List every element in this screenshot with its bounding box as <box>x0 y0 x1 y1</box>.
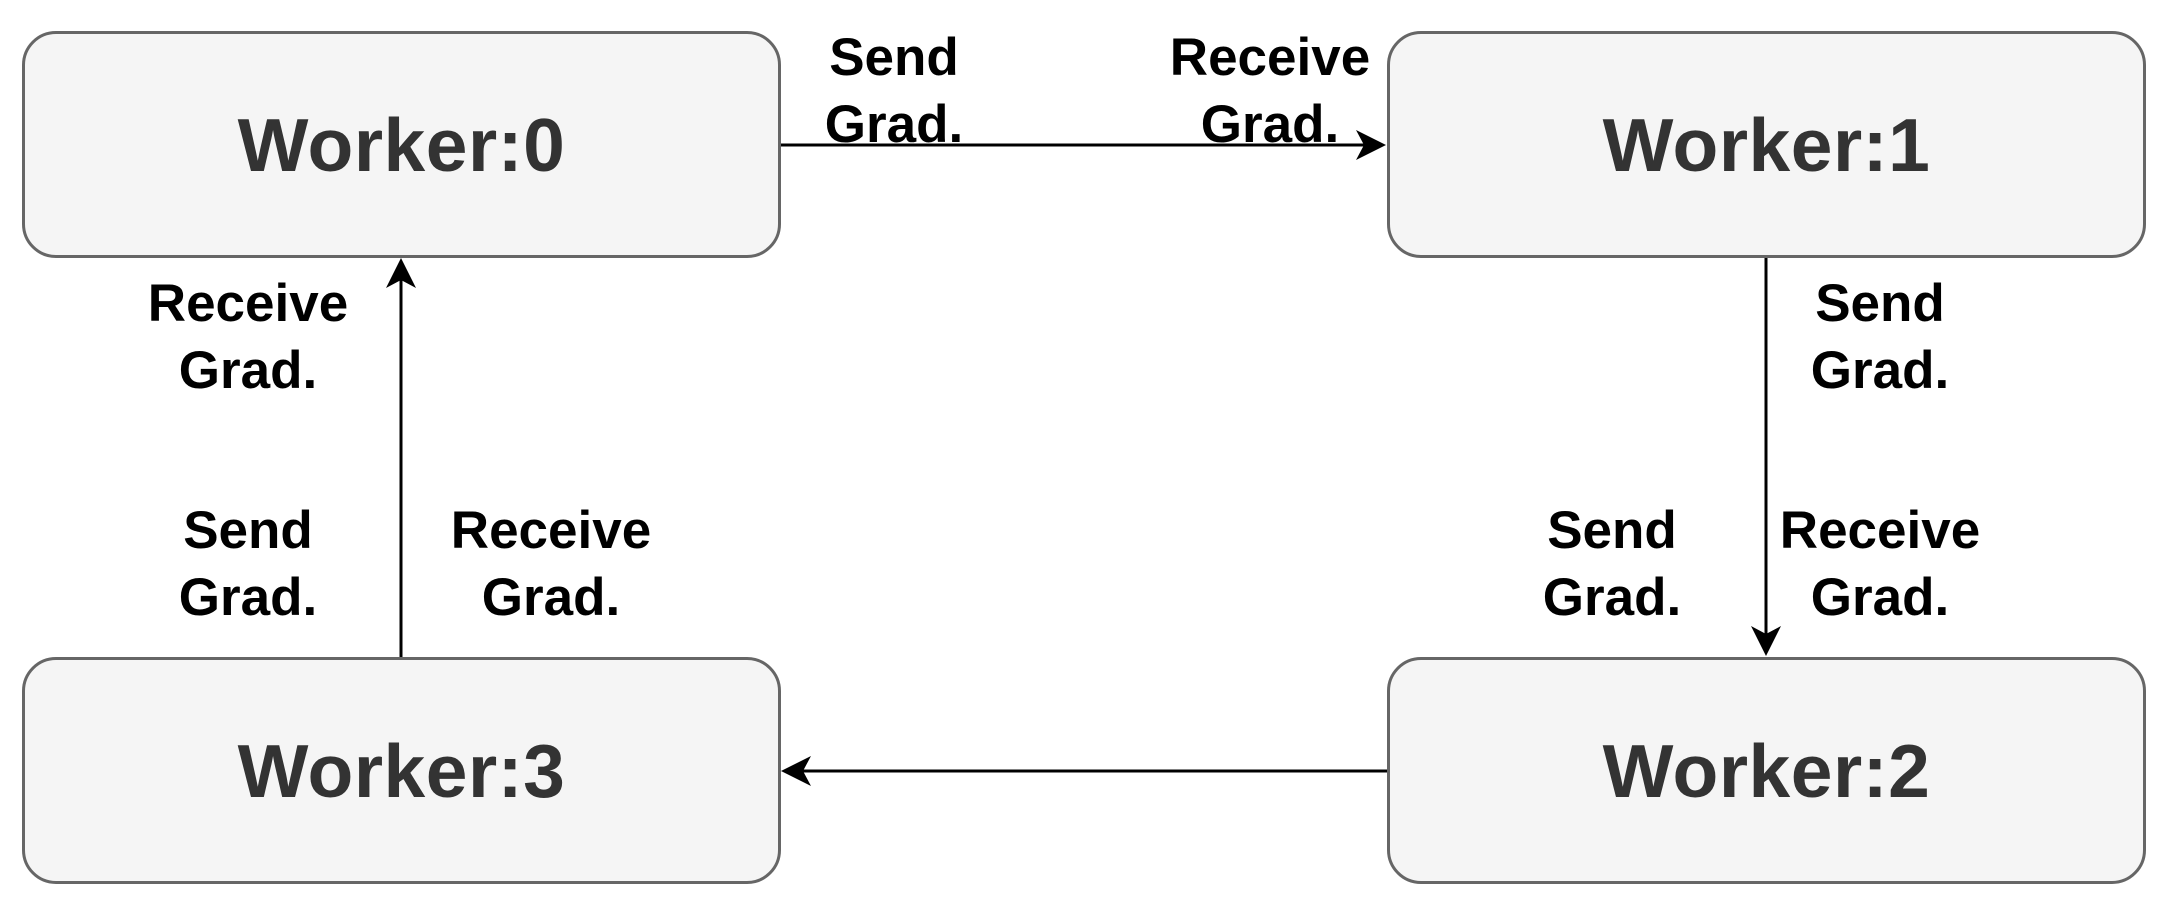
edge-label-w3-w0-receive: Receive Grad. <box>138 270 358 404</box>
edge-label-line: Send <box>1815 274 1945 333</box>
edge-label-line: Send <box>1547 501 1677 560</box>
worker-3-node[interactable]: Worker:3 <box>22 657 781 884</box>
edge-label-line: Grad. <box>178 568 318 627</box>
worker-1-label: Worker:1 <box>1602 102 1931 187</box>
worker-0-node[interactable]: Worker:0 <box>22 31 781 258</box>
edge-label-line: Grad. <box>481 568 621 627</box>
edge-label-line: Grad. <box>1810 341 1950 400</box>
edge-label-line: Grad. <box>178 341 318 400</box>
worker-2-node[interactable]: Worker:2 <box>1387 657 2146 884</box>
edge-label-line: Receive <box>1169 28 1371 87</box>
edge-label-line: Receive <box>147 274 349 333</box>
edge-label-w2-w3-send: Send Grad. <box>1502 497 1722 631</box>
edge-w2-to-w3-arrowhead <box>781 756 811 786</box>
edge-w0-to-w1-arrowhead <box>1356 130 1386 160</box>
edge-label-line: Send <box>183 501 313 560</box>
edge-label-w3-w0-send: Send Grad. <box>138 497 358 631</box>
edge-label-line: Grad. <box>1200 95 1340 154</box>
edge-label-w1-w2-receive: Receive Grad. <box>1770 497 1990 631</box>
edge-label-w1-w2-send: Send Grad. <box>1770 270 1990 404</box>
edge-label-w0-w1-send: Send Grad. <box>814 24 974 158</box>
edge-label-w0-w1-receive: Receive Grad. <box>1160 24 1380 158</box>
edge-label-line: Send <box>829 28 959 87</box>
edge-label-line: Grad. <box>824 95 964 154</box>
edge-w3-to-w0-arrowhead <box>386 258 416 288</box>
edge-w1-to-w2-arrowhead <box>1751 626 1781 656</box>
worker-0-label: Worker:0 <box>237 102 566 187</box>
worker-2-label: Worker:2 <box>1602 728 1931 813</box>
edge-label-line: Receive <box>450 501 652 560</box>
edge-label-line: Receive <box>1779 501 1981 560</box>
worker-3-label: Worker:3 <box>237 728 566 813</box>
edge-label-line: Grad. <box>1542 568 1682 627</box>
worker-1-node[interactable]: Worker:1 <box>1387 31 2146 258</box>
edge-label-line: Grad. <box>1810 568 1950 627</box>
edge-label-w2-w3-receive: Receive Grad. <box>441 497 661 631</box>
